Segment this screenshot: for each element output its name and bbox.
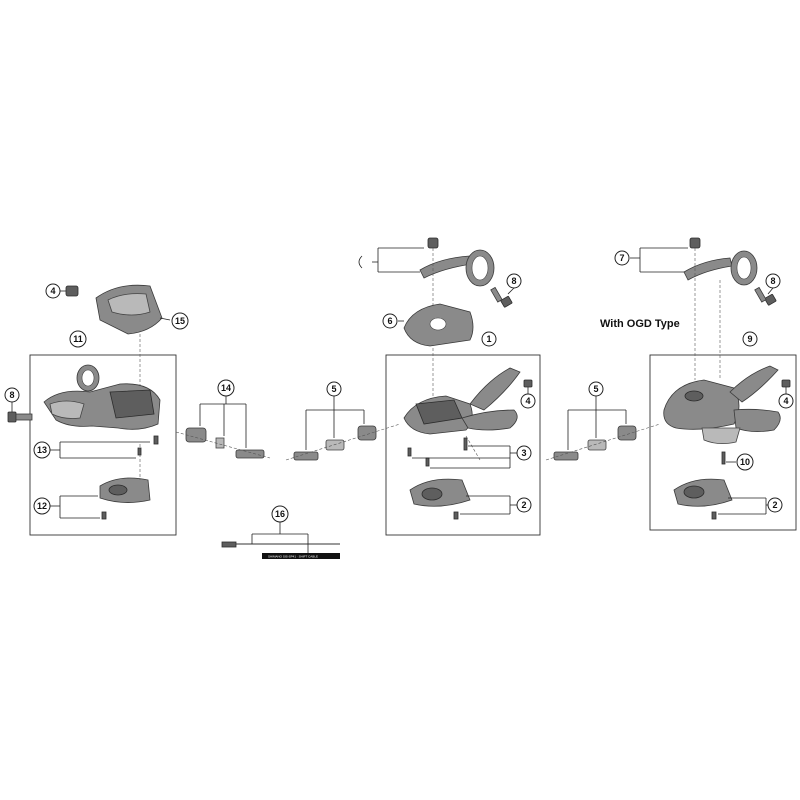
callout-8c-label: 8	[770, 276, 775, 286]
callout-8b: 8	[506, 273, 522, 289]
part-cover-6	[403, 303, 474, 347]
part-base-plate-2a	[409, 478, 471, 520]
callout-2a-label: 2	[521, 500, 526, 510]
cable-assembly-16: SHIMANO SIS-SP41 · SHIFT CABLE	[221, 522, 340, 559]
callout-4c-label: 4	[783, 396, 788, 406]
callout-1-label: 1	[486, 334, 491, 344]
callout-13-label: 13	[37, 445, 47, 455]
callout-4c: 4	[778, 393, 794, 409]
part-screws-3	[407, 437, 468, 467]
callout-8a: 8	[4, 387, 20, 403]
callout-16: 16	[271, 505, 289, 523]
adjuster-assembly-5a	[285, 396, 401, 461]
part-bolt-8a	[7, 411, 33, 423]
right-assembly: With OGD Type	[600, 237, 797, 531]
callout-5b: 5	[588, 381, 604, 397]
callout-1: 1	[481, 331, 497, 347]
callout-11: 11	[69, 330, 87, 348]
callout-2b-label: 2	[772, 500, 777, 510]
callout-5a: 5	[326, 381, 342, 397]
center-assembly	[358, 237, 541, 536]
callout-2a: 2	[516, 497, 532, 513]
callout-8c: 8	[765, 273, 781, 289]
callout-4a-label: 4	[50, 286, 55, 296]
part-screw-10	[721, 451, 726, 465]
callout-16-label: 16	[275, 509, 285, 519]
callout-15-label: 15	[175, 316, 185, 326]
part-screw-4b	[523, 379, 533, 388]
callout-7: 7	[614, 250, 630, 266]
callout-9: 9	[742, 331, 758, 347]
part-bolt-8b	[490, 286, 513, 308]
assembly-box-11	[29, 354, 177, 536]
callout-3-label: 3	[521, 448, 526, 458]
callout-13: 13	[33, 441, 51, 459]
callout-3: 3	[516, 445, 532, 461]
part-shifter-body-9	[663, 365, 781, 444]
adjuster-assembly-14	[175, 396, 271, 459]
part-shifter-body-11	[43, 364, 161, 430]
part-adjuster-5b	[553, 425, 637, 461]
part-base-plate-2b	[673, 478, 733, 520]
left-assembly	[7, 284, 177, 536]
callout-5a-label: 5	[331, 384, 336, 394]
callout-15: 15	[171, 312, 189, 330]
part-adjuster-14	[185, 427, 265, 459]
callout-12: 12	[33, 497, 51, 515]
callout-9-label: 9	[747, 334, 752, 344]
callout-2b: 2	[767, 497, 783, 513]
cable-label: SHIMANO SIS-SP41 · SHIFT CABLE	[268, 555, 318, 559]
callout-10: 10	[736, 453, 754, 471]
part-bolt-8c	[754, 286, 777, 306]
part-clamp-band-center	[419, 237, 495, 287]
assembly-box-1	[385, 354, 541, 536]
callout-10-label: 10	[740, 457, 750, 467]
callout-6: 6	[382, 313, 398, 329]
part-shifter-body-1	[403, 367, 521, 435]
callout-6-label: 6	[387, 316, 392, 326]
part-base-plate-12	[99, 477, 151, 520]
callout-4b: 4	[520, 393, 536, 409]
callout-4b-label: 4	[525, 396, 530, 406]
part-screw-4a	[65, 285, 79, 297]
callout-12-label: 12	[37, 501, 47, 511]
callout-14: 14	[217, 379, 235, 397]
part-screw-4c	[781, 379, 791, 388]
adjuster-assembly-5b	[545, 396, 661, 461]
callout-7-label: 7	[619, 253, 624, 263]
callout-11-label: 11	[73, 334, 83, 344]
callout-14-label: 14	[221, 383, 231, 393]
part-clamp-band-7	[683, 237, 758, 286]
variant-label: With OGD Type	[600, 318, 680, 330]
callout-5b-label: 5	[593, 384, 598, 394]
part-screws-13	[137, 435, 159, 456]
assembly-box-9	[649, 354, 797, 531]
part-cover-15	[95, 284, 163, 335]
callout-8a-label: 8	[9, 390, 14, 400]
callout-8b-label: 8	[511, 276, 516, 286]
callout-4a: 4	[45, 283, 61, 299]
part-adjuster-5a	[293, 425, 377, 461]
